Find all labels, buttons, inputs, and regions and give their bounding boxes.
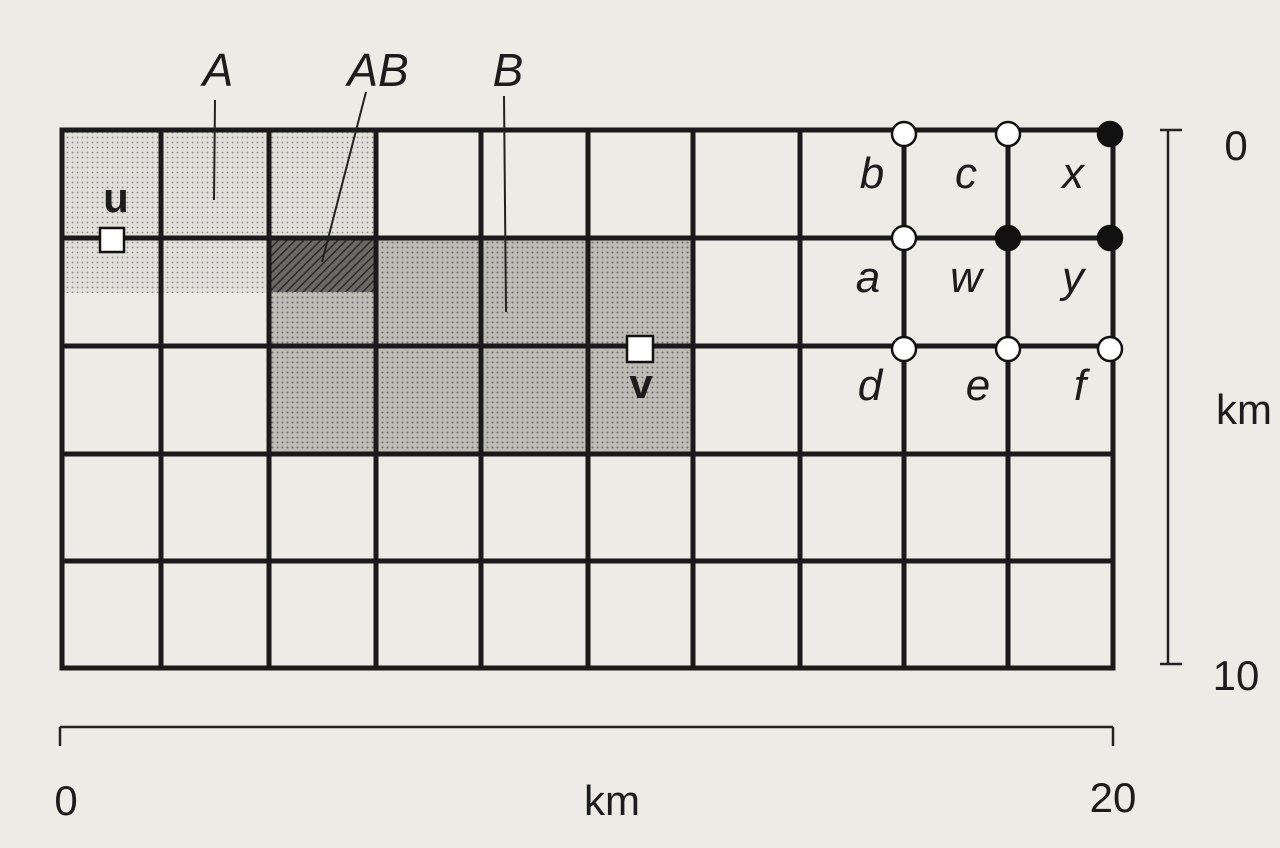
node-a-marker (890, 224, 918, 252)
vertical-scale-start: 0 (1224, 122, 1247, 169)
horizontal-scale-start: 0 (54, 777, 77, 824)
node-a-label: a (856, 253, 880, 302)
leader-ab (321, 91, 367, 263)
horizontal-scale-bar (58, 725, 1115, 746)
node-e-marker (994, 335, 1022, 363)
grid-lines (59, 127, 1116, 671)
node-c-label: c (955, 149, 977, 198)
horizontal-scale-end: 20 (1090, 774, 1137, 821)
node-x-marker (1096, 120, 1124, 148)
horizontal-scale-unit: km (584, 777, 640, 824)
leader-b (503, 95, 507, 313)
node-c-marker (994, 120, 1022, 148)
vertical-scale-end: 10 (1213, 652, 1260, 699)
site-u-marker (98, 226, 126, 254)
region-a (62, 130, 376, 293)
node-b-marker (890, 120, 918, 148)
node-w-label: w (950, 253, 985, 302)
region-b-label: B (493, 44, 524, 96)
node-f-label: f (1074, 361, 1091, 410)
node-f-marker (1096, 335, 1124, 363)
node-b-label: b (860, 149, 884, 198)
node-y-marker (1096, 224, 1124, 252)
region-ab-label: AB (344, 44, 408, 96)
node-y-label: y (1059, 253, 1087, 302)
vertical-scale-bar (1160, 128, 1182, 666)
region-ab (271, 240, 374, 292)
nodes (890, 120, 1124, 363)
node-e-label: e (966, 361, 990, 410)
node-d-marker (890, 335, 918, 363)
vertical-scale-unit: km (1216, 386, 1272, 433)
site-v-label: v (629, 360, 653, 407)
node-d-label: d (858, 361, 884, 410)
site-v-marker (625, 334, 655, 364)
leader-a (213, 99, 216, 201)
leader-lines (213, 91, 507, 313)
node-w-marker (994, 224, 1022, 252)
node-x-label: x (1060, 149, 1086, 198)
site-u-label: u (103, 174, 129, 221)
region-a-label: A (200, 44, 234, 96)
